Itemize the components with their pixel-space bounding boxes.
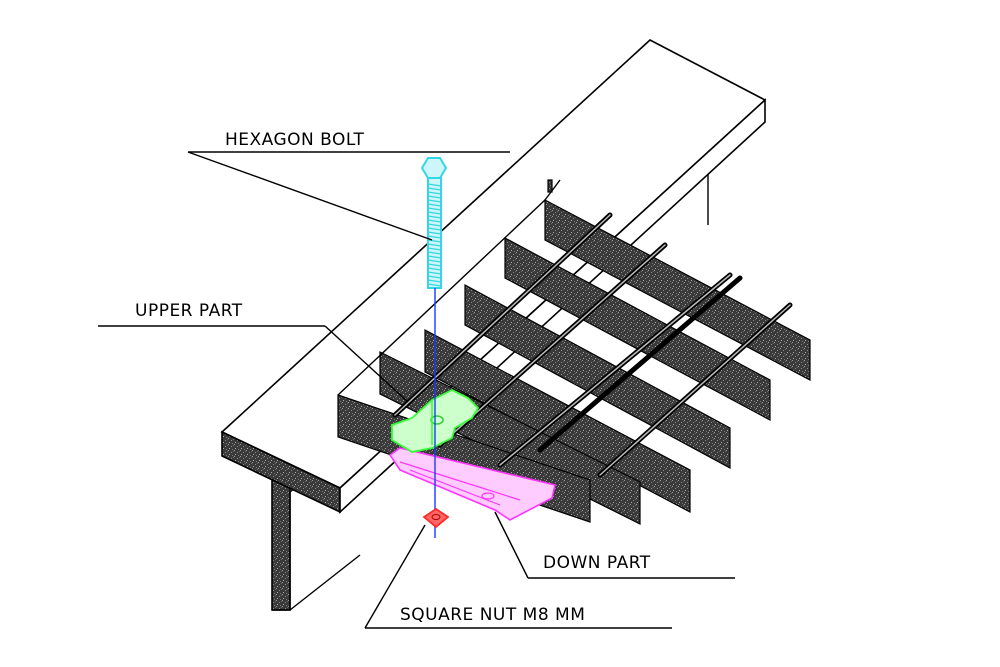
label-square-nut: SQUARE NUT M8 MM [400,605,585,625]
bolt-thread-line [427,211,442,215]
bolt-threads [427,183,442,287]
bolt-thread-line [427,259,442,263]
bolt-thread-line [427,219,442,223]
bearing-bar-2 [504,236,771,422]
bolt-thread-line [427,207,442,211]
bolt-thread-line [427,235,442,239]
down-part-shape [388,447,556,521]
leader-square-nut [364,524,426,629]
bolt-thread-line [427,271,442,275]
bearing-bar-3 [464,283,731,470]
cross-rod-4 [537,275,743,453]
bolt-thread-line [427,247,442,251]
bolt-head [420,157,448,179]
down-part-clip [388,447,556,521]
leader-down-part [494,511,529,579]
bolt-thread-line [427,199,442,203]
bolt-thread-line [427,227,442,231]
hexagon-bolt [420,157,448,289]
label-hexagon-bolt: HEXAGON BOLT [225,130,365,150]
leader-lines [98,151,735,629]
beam-web [271,477,291,611]
bolt-thread-line [427,223,442,227]
square-nut [422,507,450,529]
bolt-thread-line [427,279,442,283]
bolt-thread-line [427,239,442,243]
bolt-thread-line [427,251,442,255]
label-upper-part: UPPER PART [135,301,243,321]
bearing-bar-4 [424,329,691,513]
nut-shape [422,507,450,529]
bolt-thread-line [427,183,442,187]
bolt-thread-line [427,267,442,271]
bolt-thread-line [427,243,442,247]
bolt-thread-line [427,191,442,195]
bolt-thread-line [427,255,442,259]
label-down-part: DOWN PART [543,553,651,573]
bolt-thread-line [427,215,442,219]
bolt-thread-line [427,275,442,279]
bolt-thread-line [427,187,442,191]
bearing-bar-1 [547,179,553,193]
bolt-thread-line [427,203,442,207]
bolt-thread-line [427,231,442,235]
bolt-thread-line [427,263,442,267]
bolt-thread-line [427,283,442,287]
bolt-thread-line [427,195,442,199]
grating-cross-rods [392,212,793,478]
